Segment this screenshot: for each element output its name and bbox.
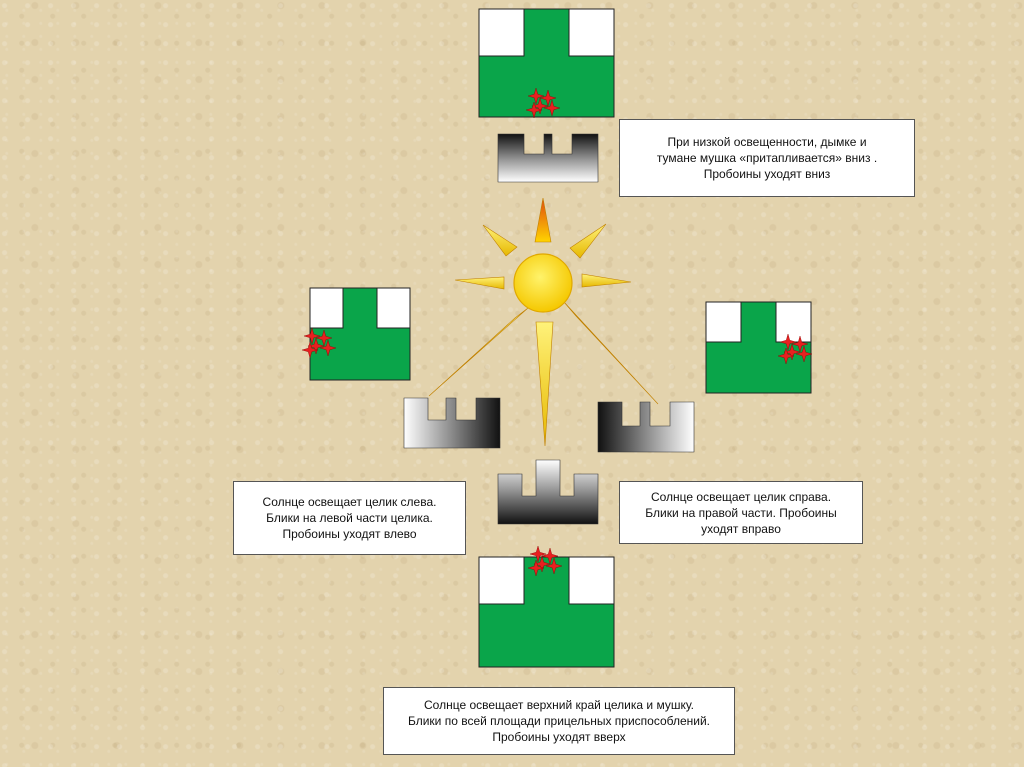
sight-picture-left xyxy=(309,287,411,381)
caption-top-line-1: При низкой освещенности, дымке и xyxy=(667,135,867,149)
spark-group-right xyxy=(777,333,813,365)
spark-icon xyxy=(543,99,561,117)
spark-icon xyxy=(525,101,543,119)
caption-bottom-line-1: Солнце освещает верхний край целика и му… xyxy=(424,698,694,712)
spark-icon xyxy=(307,337,325,355)
spark-icon xyxy=(783,343,801,361)
caption-right-line-2: Блики на правой части. Пробоины xyxy=(645,505,837,520)
caption-top-line-3: Пробоины уходят вниз xyxy=(703,167,831,181)
spark-icon xyxy=(777,347,795,365)
sun-ray-lower-right xyxy=(563,301,659,405)
caption-left-line-3: Пробоины уходят влево xyxy=(282,527,417,541)
notch-right-bottom xyxy=(568,556,615,605)
caption-bottom-line-3: Пробоины уходят вверх xyxy=(492,730,626,744)
spark-icon xyxy=(529,545,547,563)
caption-left-line-1: Солнце освещает целик слева. xyxy=(262,495,437,509)
caption-right-line-1: Солнце освещает целик справа. xyxy=(650,489,832,504)
caption-right-line-3: уходят вправо xyxy=(701,521,781,536)
spark-icon xyxy=(319,339,337,357)
spark-icon xyxy=(303,327,321,345)
caption-top: При низкой освещенности, дымке и тумане … xyxy=(619,119,915,197)
notch-right-right xyxy=(775,301,812,343)
notch-left-top xyxy=(478,8,525,57)
sight-picture-right xyxy=(705,301,812,394)
rear-sight-top xyxy=(497,133,599,183)
sun-ray-top-left xyxy=(482,224,518,257)
sun-icon xyxy=(428,197,659,447)
caption-left: Солнце освещает целик слева. Блики на ле… xyxy=(233,481,466,555)
sun-ray-lower-left xyxy=(428,307,529,397)
sun-ray-left xyxy=(454,276,505,290)
notch-right-left xyxy=(376,287,411,329)
sun-disc xyxy=(513,253,573,313)
spark-icon xyxy=(545,557,563,575)
spark-group-top xyxy=(525,87,561,119)
spark-icon xyxy=(527,559,545,577)
rear-sight-right xyxy=(597,401,695,453)
spark-icon xyxy=(301,341,319,359)
spark-icon xyxy=(533,555,551,573)
spark-icon xyxy=(779,333,797,351)
rear-sight-left xyxy=(403,397,501,449)
sun-ray-top xyxy=(534,197,552,243)
caption-bottom-line-2: Блики по всей площади прицельных приспос… xyxy=(407,714,711,728)
sun-ray-right xyxy=(581,273,632,288)
sun-ray-top-right xyxy=(569,223,607,259)
notch-left-bottom xyxy=(478,556,525,605)
spark-icon xyxy=(795,345,813,363)
sun-ray-bottom xyxy=(535,321,554,447)
notch-right-top xyxy=(568,8,615,57)
caption-right: Солнце освещает целик справа. Блики на п… xyxy=(619,481,863,544)
spark-icon xyxy=(531,97,549,115)
caption-bottom: Солнце освещает верхний край целика и му… xyxy=(383,687,735,755)
spark-group-bottom xyxy=(527,545,563,577)
spark-group-left xyxy=(301,327,337,359)
caption-top-line-2: тумане мушка «притапливается» вниз . xyxy=(656,151,878,165)
rear-sight-bottom xyxy=(497,459,599,525)
notch-left-left xyxy=(309,287,344,329)
sight-picture-bottom xyxy=(478,556,615,668)
spark-icon xyxy=(527,87,545,105)
caption-left-line-2: Блики на левой части целика. xyxy=(266,511,433,525)
notch-left-right xyxy=(705,301,742,343)
